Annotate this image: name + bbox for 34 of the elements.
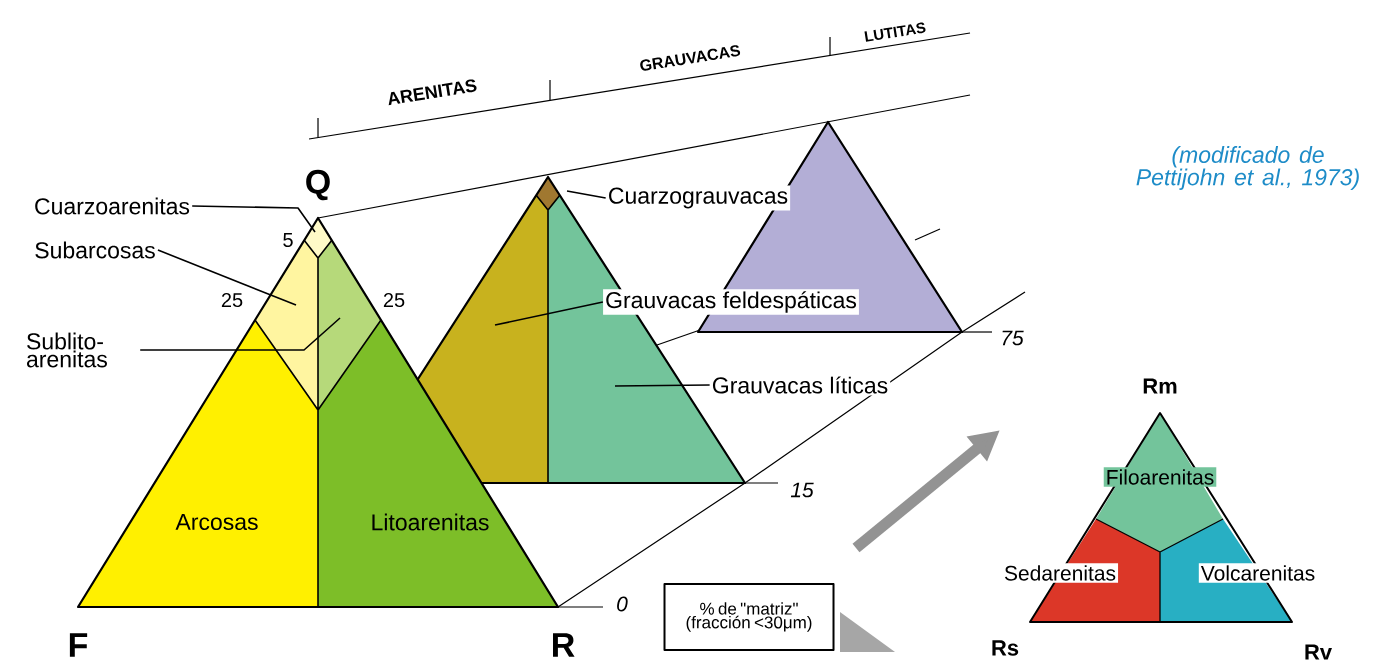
- source-note: (modificado de Pettijohn et al., 1973): [1136, 146, 1359, 190]
- region-label: Grauvacas líticas: [709, 374, 891, 396]
- leader-line: [494, 301, 604, 326]
- vertex-label: Rv: [1305, 644, 1332, 660]
- region-label: Litoarenitas: [372, 513, 489, 531]
- percent-value: 25: [221, 292, 243, 308]
- region-label: Grauvacas feldespáticas: [603, 289, 859, 315]
- vertex-label: F: [69, 633, 88, 657]
- region-label: Sublito- arenitas: [26, 332, 107, 368]
- region-label: Arcosas: [175, 514, 258, 531]
- leader-line: [614, 384, 711, 387]
- column-heading: ARENITAS: [388, 79, 477, 106]
- percent-value: 75: [1002, 330, 1024, 346]
- leader-line: [139, 317, 341, 351]
- region-label: Subarcosas: [35, 241, 155, 259]
- region-label: Sedarenitas: [1001, 563, 1119, 583]
- region-label: Volcarenitas: [1198, 563, 1318, 583]
- text-box: % de "matriz" (fracción <30μm): [663, 583, 895, 652]
- percent-value: 5: [283, 233, 293, 247]
- percent-value: 15: [790, 482, 814, 498]
- percent-value: 0: [617, 596, 628, 612]
- vertex-label: Rs: [992, 640, 1019, 656]
- region-label: Filoarenitas: [1103, 467, 1217, 487]
- percent-value: 25: [383, 292, 405, 308]
- region-label: Cuarzoarenitas: [35, 197, 190, 215]
- leader-line: [191, 205, 316, 233]
- vertex-label: Q: [306, 169, 330, 201]
- leader-line: [157, 249, 297, 306]
- vertex-label: R: [553, 633, 575, 657]
- vertex-label: Rm: [1143, 378, 1177, 394]
- column-heading: LUTITAS: [864, 22, 926, 42]
- region-label: Cuarzograuvacas: [605, 185, 791, 211]
- leader-line: [566, 190, 607, 199]
- column-heading: GRAUVACAS: [640, 45, 741, 71]
